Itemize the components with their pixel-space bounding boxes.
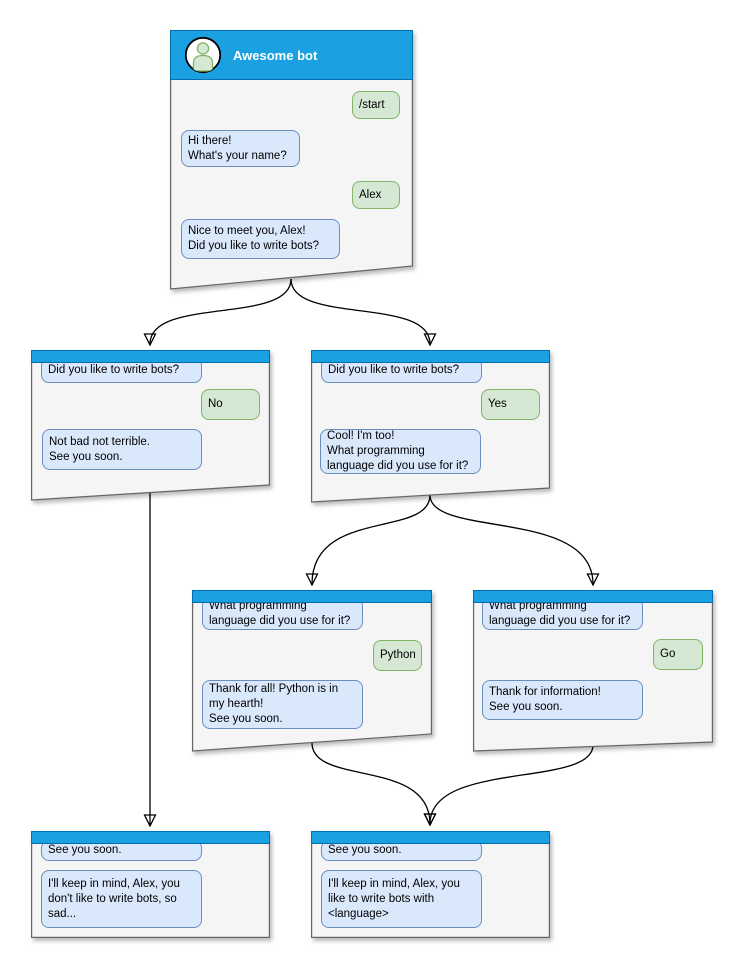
chat-window-branch-python: What programming language did you use fo…	[192, 590, 432, 752]
bot-bubble: Nice to meet you, Alex! Did you like to …	[181, 219, 340, 259]
bot-bubble: What programming language did you use fo…	[202, 598, 363, 630]
window-title: Awesome bot	[233, 47, 318, 63]
window-header-strip	[31, 350, 270, 363]
arrow-root-to-yes	[290, 278, 430, 344]
arrow-python-to-end	[311, 742, 430, 824]
chat-window-end-yes: See you soon. I'll keep in mind, Alex, y…	[311, 831, 550, 939]
user-bubble: No	[201, 389, 260, 420]
arrow-yes-to-python	[312, 494, 431, 584]
chat-window-end-no: See you soon. I'll keep in mind, Alex, y…	[31, 831, 270, 939]
user-bubble: Python	[373, 640, 422, 671]
bot-bubble: Hi there! What's your name?	[181, 130, 300, 167]
chat-window-branch-no: Did you like to write bots? No Not bad n…	[31, 350, 270, 501]
user-bubble: /start	[352, 91, 400, 119]
avatar-person-icon	[184, 36, 222, 74]
bot-bubble: Not bad not terrible. See you soon.	[42, 429, 202, 470]
bot-bubble: Thank for all! Python is in my hearth! S…	[202, 680, 363, 729]
chat-window-root: Awesome bot /start Hi there! What's your…	[170, 30, 413, 291]
window-header-strip	[473, 590, 713, 603]
user-bubble: Go	[653, 639, 703, 670]
bot-bubble: See you soon.	[41, 840, 202, 861]
bot-bubble: See you soon.	[321, 840, 482, 861]
window-header-strip	[192, 590, 432, 603]
user-bubble: Yes	[481, 389, 540, 420]
arrow-yes-to-go	[429, 494, 593, 584]
chat-window-branch-go: What programming language did you use fo…	[473, 590, 713, 752]
window-titlebar: Awesome bot	[170, 30, 413, 80]
window-header-strip	[311, 831, 550, 844]
user-bubble: Alex	[352, 181, 400, 209]
bot-bubble: I'll keep in mind, Alex, you like to wri…	[321, 870, 482, 928]
arrow-root-to-no	[150, 278, 292, 344]
bot-bubble: Thank for information! See you soon.	[482, 680, 643, 720]
chat-window-branch-yes: Did you like to write bots? Yes Cool! I'…	[311, 350, 550, 503]
arrow-go-to-end	[430, 744, 594, 824]
window-header-strip	[311, 350, 550, 363]
window-header-strip	[31, 831, 270, 844]
bot-bubble: I'll keep in mind, Alex, you don't like …	[41, 870, 202, 928]
bot-bubble: Cool! I'm too! What programming language…	[320, 429, 481, 474]
